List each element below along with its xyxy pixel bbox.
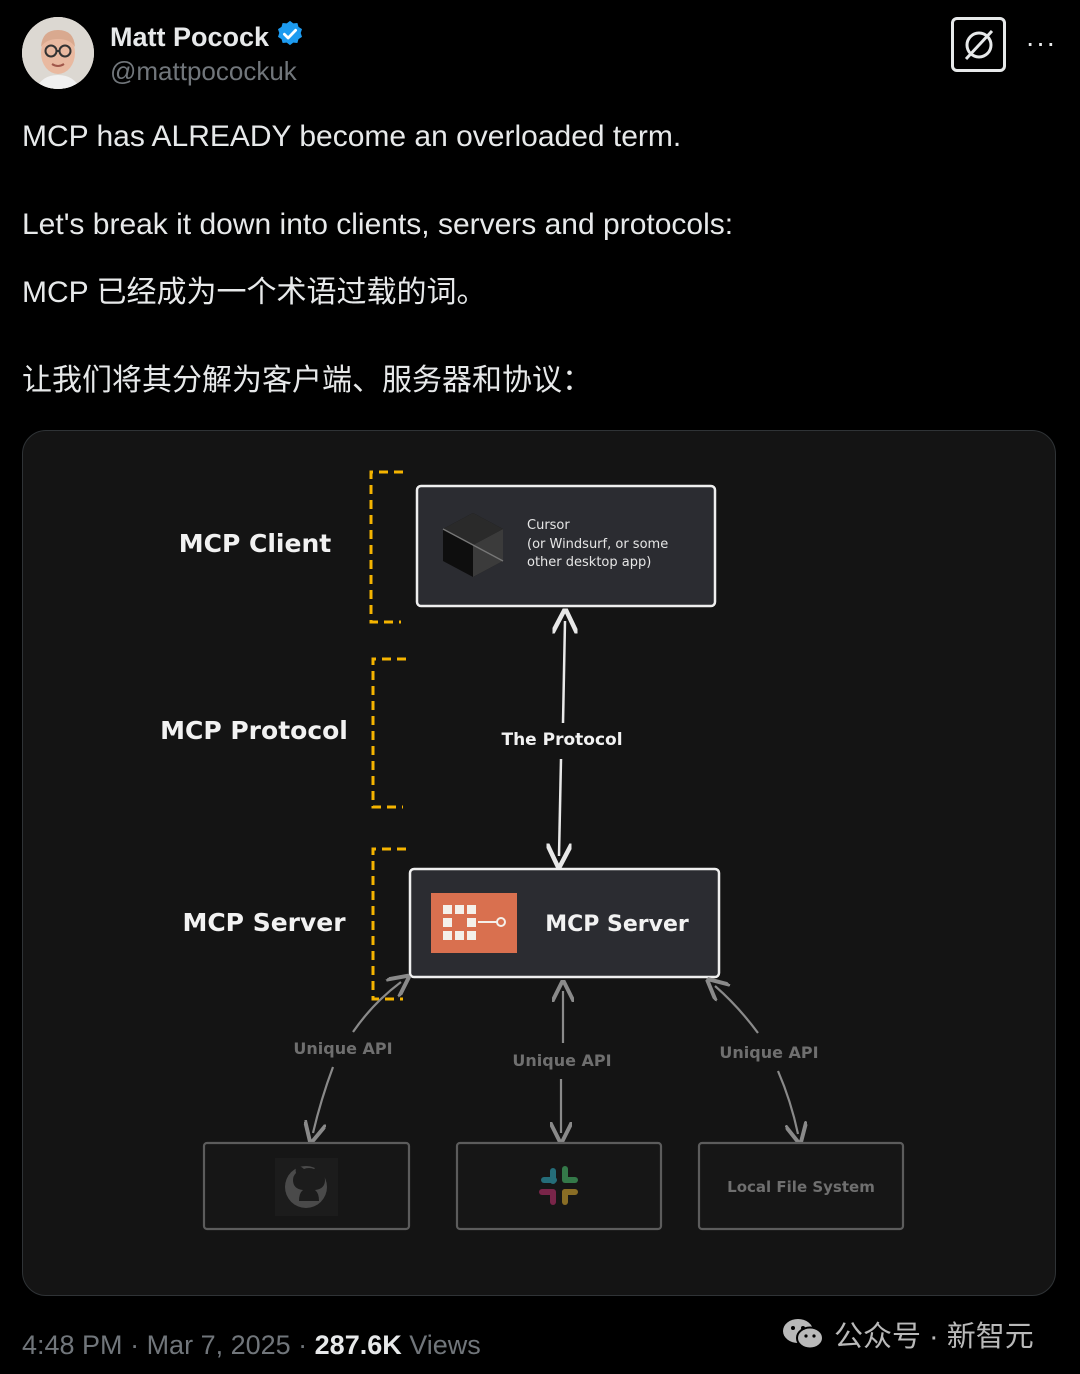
github-box <box>202 1141 411 1231</box>
slack-icon <box>539 1166 578 1205</box>
more-icon: ··· <box>1025 27 1057 58</box>
client-box-line-2: (or Windsurf, or some <box>527 537 668 552</box>
server-box: MCP Server <box>408 867 721 979</box>
api-arrow-right-up <box>715 986 759 1034</box>
diagram-image[interactable]: MCP Client MCP Protocol MCP Server Curso… <box>22 430 1056 1296</box>
protocol-arrow-down <box>559 758 561 856</box>
author-handle[interactable]: @mattpocockuk <box>110 56 297 86</box>
client-box-line-1: Cursor <box>527 518 570 533</box>
tweet-line-3: MCP 已经成为一个术语过载的词。 <box>22 276 487 309</box>
meta-separator: · <box>122 1330 147 1360</box>
avatar[interactable] <box>22 17 94 89</box>
client-box-line-3: other desktop app) <box>527 555 651 570</box>
cursor-logo-icon <box>442 513 504 577</box>
server-box-label: MCP Server <box>545 912 689 937</box>
tweet-line-2: Let's break it down into clients, server… <box>22 208 734 241</box>
bracket-client <box>369 470 403 624</box>
bracket-server <box>371 847 406 1001</box>
author-name-text: Matt Pocock <box>110 22 270 52</box>
watermark-text: 公众号 · 新智元 <box>834 1321 1034 1353</box>
api-label-mid: Unique API <box>512 1051 611 1070</box>
protocol-arrow-label: The Protocol <box>501 730 622 750</box>
label-mcp-protocol: MCP Protocol <box>160 716 348 745</box>
tweet-line-4: 让我们将其分解为客户端、服务器和协议： <box>22 364 592 397</box>
api-arrow-left-down <box>313 1066 335 1133</box>
author-name[interactable]: Matt Pocock <box>110 19 305 56</box>
tweet-meta: 4:48 PM · Mar 7, 2025 · 287.6K Views <box>22 1330 481 1361</box>
mcp-logo-icon <box>431 893 517 953</box>
local-fs-label: Local File System <box>727 1178 875 1196</box>
meta-separator-2: · <box>290 1330 315 1360</box>
views-label: Views <box>409 1330 481 1360</box>
grok-icon <box>964 29 993 60</box>
verified-badge-icon <box>275 19 305 56</box>
grok-button[interactable] <box>951 17 1006 72</box>
tweet-line-1: MCP has ALREADY become an overloaded ter… <box>22 120 682 153</box>
tweet-date[interactable]: Mar 7, 2025 <box>146 1330 291 1360</box>
views-count: 287.6K <box>314 1330 402 1360</box>
label-mcp-client: MCP Client <box>179 529 331 558</box>
api-label-left: Unique API <box>293 1039 392 1058</box>
api-arrow-left-up <box>352 982 401 1033</box>
protocol-arrow-up <box>563 621 565 724</box>
github-icon <box>275 1158 338 1216</box>
watermark: 公众号 · 新智元 <box>782 1313 1034 1355</box>
label-mcp-server: MCP Server <box>182 908 346 937</box>
local-fs-box: Local File System <box>697 1141 905 1231</box>
more-button[interactable]: ··· <box>1024 28 1058 58</box>
tweet-time[interactable]: 4:48 PM <box>22 1330 123 1360</box>
slack-box <box>455 1141 663 1231</box>
client-box: Cursor (or Windsurf, or some other deskt… <box>415 484 717 608</box>
wechat-icon <box>783 1319 824 1350</box>
api-arrow-right-down <box>776 1070 798 1134</box>
api-label-right: Unique API <box>719 1043 818 1062</box>
bracket-protocol <box>371 657 406 809</box>
